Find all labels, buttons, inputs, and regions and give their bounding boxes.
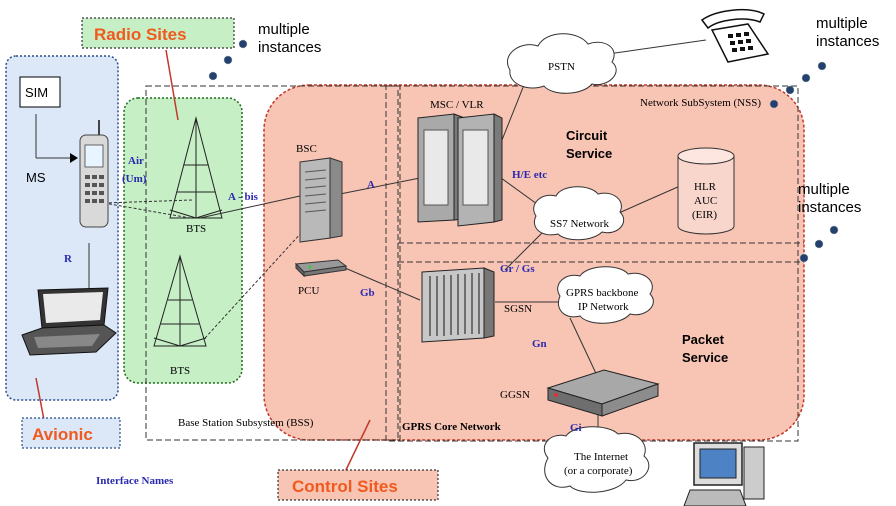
msc-vlr-label: MSC / VLR [430, 99, 484, 111]
internet-label-1: The Internet [574, 451, 628, 463]
avionic-callout: Avionic [32, 425, 93, 444]
bts-tower-1-icon [169, 116, 223, 219]
bts-tower-2-icon [153, 254, 207, 347]
instance-dots [208, 39, 839, 263]
bsc-label: BSC [296, 143, 317, 155]
bss-box [145, 85, 401, 441]
gprs-backbone-label-2: IP Network [578, 301, 629, 313]
circuit-service-line2: Service [566, 146, 612, 161]
pstn-label: PSTN [548, 61, 575, 73]
multiple-instances-2-line1: multiple [816, 15, 868, 32]
sgsn-label: SGSN [504, 303, 532, 315]
control-sites-callout-box [277, 469, 439, 501]
multiple-instances-3-line2: instances [798, 199, 861, 216]
ggsn-label: GGSN [500, 389, 530, 401]
gn-interface-label: Gn [532, 338, 547, 350]
packet-service-line1: Packet [682, 332, 725, 347]
r-interface-label: R [64, 253, 73, 265]
packet-service-line2: Service [682, 350, 728, 365]
sim-arrow-head [70, 153, 78, 163]
hlr-label-1: HLR [694, 181, 717, 193]
ss7-cloud-icon [533, 186, 625, 241]
nss-label: Network SubSystem (NSS) [640, 97, 761, 109]
desktop-computer-icon [683, 442, 765, 506]
bss-label: Base Station Subsystem (BSS) [178, 417, 314, 429]
pstn-cloud-icon [507, 33, 617, 94]
avionic-callout-box [21, 417, 121, 449]
ss7-label: SS7 Network [550, 218, 609, 230]
radio-sites-callout-box [81, 17, 235, 49]
abis-interface-label: A - bis [228, 191, 259, 203]
pcu-box-icon [294, 259, 348, 278]
sim-box [19, 76, 61, 108]
interface-names-legend: Interface Names [96, 475, 174, 487]
multiple-instances-1-line2: instances [258, 39, 321, 56]
multiple-instances-1-line1: multiple [258, 21, 310, 38]
gprs-backbone-label-1: GPRS backbone [566, 287, 639, 299]
air-interface-label-1: Air [128, 155, 144, 167]
gprs-backbone-cloud-icon [557, 266, 654, 324]
circuit-service-line1: Circuit [566, 128, 608, 143]
avionic-leader [35, 377, 45, 421]
ggsn-router-icon [546, 369, 660, 417]
sim-label: SIM [25, 85, 48, 100]
control-sites-leader [344, 419, 371, 473]
bts-1-label: BTS [186, 223, 206, 235]
multiple-instances-2-line2: instances [816, 33, 879, 50]
hlr-label-3: (EIR) [692, 209, 717, 221]
gb-interface-label: Gb [360, 287, 375, 299]
ms-label: MS [26, 170, 46, 185]
bts-2-label: BTS [170, 365, 190, 377]
mobile-phone-icon [79, 120, 109, 228]
telephone-icon [700, 9, 770, 63]
radio-sites-callout: Radio Sites [94, 25, 187, 44]
gprs-core-label: GPRS Core Network [402, 421, 502, 433]
sgsn-rack-icon [421, 267, 495, 343]
msc-vlr-racks-icon [417, 113, 503, 227]
air-interface-label-2: (Um) [122, 173, 147, 185]
pcu-label: PCU [298, 285, 319, 297]
internet-label-2: (or a corporate) [564, 465, 633, 477]
gr-gs-interface-label: Gr / Gs [500, 263, 535, 275]
laptop-icon [21, 287, 117, 356]
radio-sites-region [123, 97, 243, 384]
bsc-rack-icon [299, 157, 343, 243]
control-sites-callout: Control Sites [292, 477, 398, 496]
radio-sites-leader [165, 49, 179, 121]
gi-interface-label: Gi [570, 422, 582, 434]
multiple-instances-3-line1: multiple [798, 181, 850, 198]
a-interface-label: A [367, 179, 375, 191]
hlr-label-2: AUC [694, 195, 717, 207]
he-interface-label: H/E etc [512, 169, 547, 181]
hlr-database-icon [677, 147, 735, 235]
internet-cloud-icon [543, 426, 650, 493]
